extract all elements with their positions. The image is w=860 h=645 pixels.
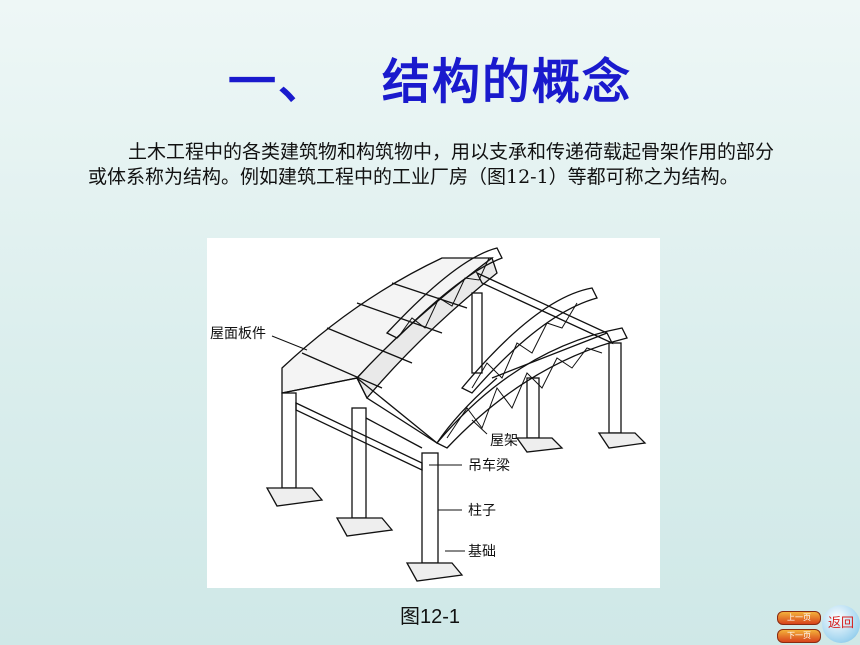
structure-figure: 屋面板件 屋架 吊车梁 柱子 基础	[207, 238, 660, 588]
label-roof-truss: 屋架	[490, 433, 518, 449]
back-button[interactable]: 返回	[822, 605, 860, 643]
prev-page-button[interactable]: 上一页	[777, 611, 821, 625]
label-crane-beam: 吊车梁	[468, 457, 510, 474]
body-paragraph: 土木工程中的各类建筑物和构筑物中，用以支承和传递荷载起骨架作用的部分或体系称为结…	[88, 141, 775, 188]
label-roof-panel: 屋面板件	[210, 326, 266, 342]
label-foundation: 基础	[468, 543, 496, 560]
figure-caption: 图12-1	[400, 606, 461, 628]
next-page-button[interactable]: 下一页	[777, 629, 821, 643]
title-number: 一、	[227, 54, 328, 110]
factory-structure-drawing: 屋面板件 屋架 吊车梁 柱子 基础	[210, 247, 647, 582]
title-text: 结构的概念	[382, 54, 633, 110]
label-column: 柱子	[468, 503, 496, 519]
page-title: 一、结构的概念	[0, 42, 860, 112]
